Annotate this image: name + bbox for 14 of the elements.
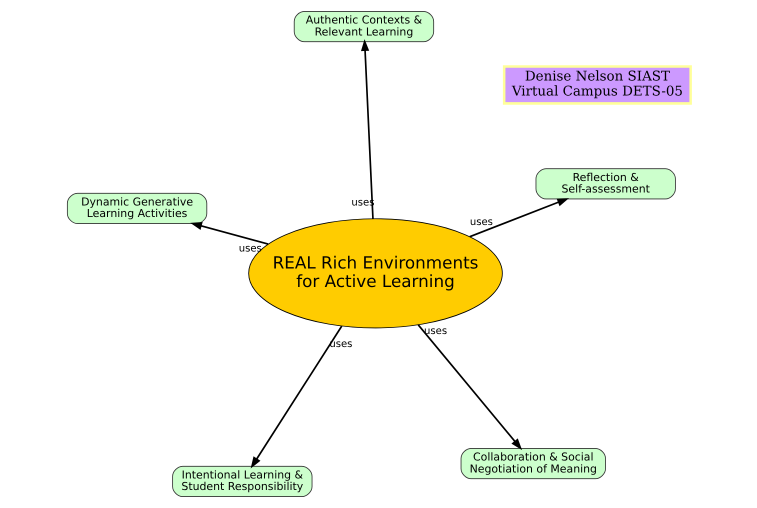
node-box: Dynamic Generative Learning Activities <box>66 192 207 224</box>
arrow <box>360 39 374 219</box>
arrow <box>250 326 342 468</box>
node-box: Reflection & Self-assessment <box>535 168 676 200</box>
node-box: Authentic Contexts & Relevant Learning <box>293 11 434 42</box>
edge-label: uses <box>328 339 352 350</box>
arrow <box>469 198 569 238</box>
node-box: Intentional Learning & Student Responsibility <box>172 466 312 497</box>
edge-label: uses <box>469 216 492 228</box>
node-box: Collaboration & Social Negotiation of Meaning <box>460 448 606 480</box>
arrow <box>190 222 268 245</box>
node-box: Denise Nelson SIAST Virtual Campus DETS-05 <box>502 65 692 105</box>
arrow <box>417 324 522 450</box>
edge-label: uses <box>423 326 447 337</box>
